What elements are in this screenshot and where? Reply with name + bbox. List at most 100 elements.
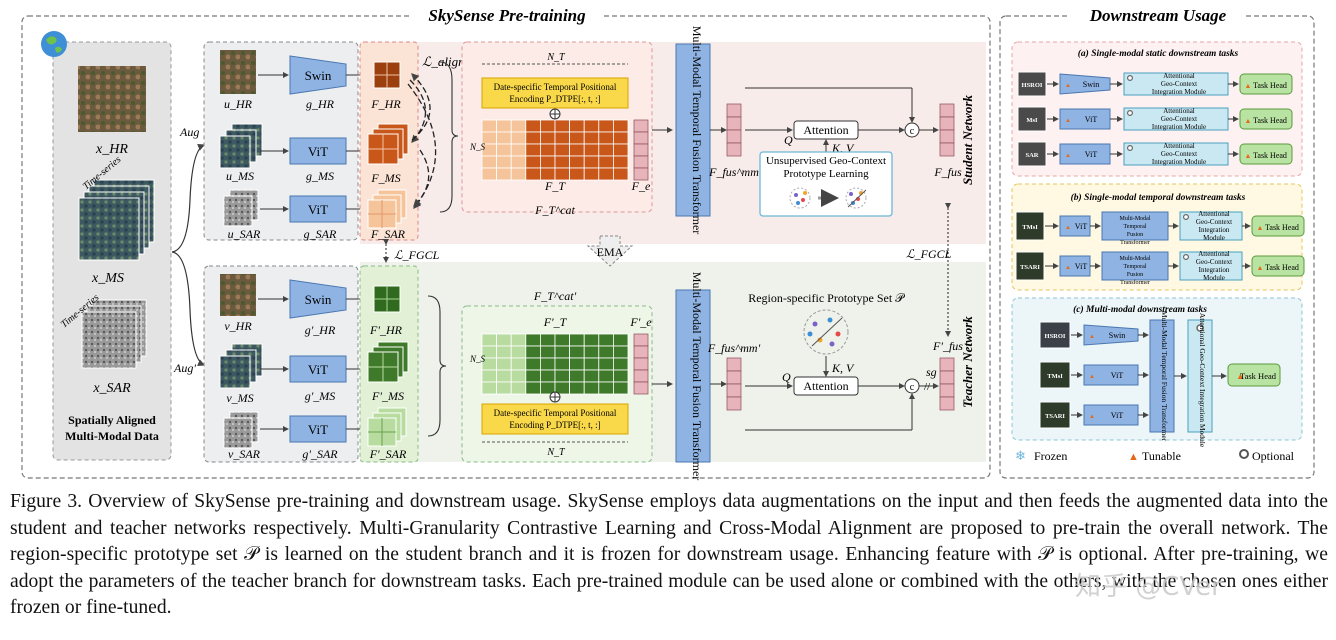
student-fusion-transformer[interactable] <box>675 43 711 217</box>
grid-cell <box>554 155 571 169</box>
teacher-network-label: Teacher Network <box>960 316 975 408</box>
geo-module-label: Integration <box>1199 266 1230 274</box>
student-proto-line2: Prototype Learning <box>783 168 869 180</box>
teacher-fusion-transformer[interactable] <box>675 289 711 463</box>
geo-module-label: Integration Module <box>1152 88 1206 96</box>
grid-cell <box>598 333 614 347</box>
input-thumbnail-label: HSROI <box>1022 82 1043 89</box>
teacher-nt-label: N_T <box>546 447 566 458</box>
f-ms-cube-stack <box>367 123 409 165</box>
teacher-fe-column <box>633 333 649 395</box>
teacher-f-sar-cube-stack <box>367 407 407 447</box>
student-plus-icon <box>549 108 561 120</box>
legend-tunable: Tunable <box>1142 449 1181 463</box>
c-fusion-box[interactable] <box>1149 319 1175 433</box>
grid-cell <box>496 131 512 145</box>
grid-cell <box>613 369 629 383</box>
grid-cell <box>554 131 571 145</box>
tunable-flame-icon: ▲ <box>1245 152 1252 160</box>
student-attention-label: Attention <box>803 123 848 137</box>
geo-module-label: Module <box>1203 274 1225 282</box>
geo-module-box <box>1179 251 1243 281</box>
input-thumbnail-label: TMsI <box>1022 224 1038 231</box>
aug-prime-label: Aug' <box>173 361 196 375</box>
geo-module-label: Geo-Context <box>1196 258 1232 266</box>
student-fusion-label: Multi-Modal Temporal Fusion Transformer <box>690 26 704 235</box>
grid-cell <box>540 333 556 347</box>
optional-circle-icon <box>1126 145 1133 152</box>
aug-label: Aug <box>179 125 199 139</box>
grid-cell <box>583 381 600 395</box>
feature-cell <box>726 396 742 411</box>
grid-cell <box>481 381 498 395</box>
feature-cell <box>633 357 649 371</box>
u-hr-image <box>220 50 256 94</box>
grid-cell <box>510 333 527 347</box>
feature-cell <box>939 357 955 372</box>
grid-cell <box>613 333 629 347</box>
student-vit-sar-encoder[interactable]: ViT <box>289 195 347 223</box>
grid-cell <box>510 155 527 169</box>
student-swin-encoder[interactable]: Swin <box>289 55 347 95</box>
l-align-arcs <box>407 73 437 210</box>
x-hr-label: x_HR <box>95 142 128 157</box>
feature-cell <box>633 333 649 347</box>
grid-cell <box>540 155 556 169</box>
geo-module-label: Geo-Context <box>1196 218 1232 226</box>
grid-cell <box>598 143 614 157</box>
v-hr-image <box>220 274 256 316</box>
teacher-q-label: Q <box>782 370 791 384</box>
c-geo-box[interactable] <box>1187 319 1213 433</box>
grid-cell <box>481 119 498 133</box>
svg-text:Swin: Swin <box>305 292 332 307</box>
grid-cell <box>569 143 585 157</box>
grid-cell <box>540 119 556 133</box>
grid-cell <box>510 143 527 157</box>
aug-branch-top <box>171 143 206 253</box>
teacher-plus-icon <box>549 391 561 403</box>
v-sar-label: v_SAR <box>228 447 261 461</box>
tunable-flame-icon: ▲ <box>1257 224 1264 232</box>
teacher-f-hr-label: F'_HR <box>369 323 403 337</box>
teacher-vit-sar-encoder[interactable]: ViT <box>289 415 347 443</box>
tunable-flame-icon: ▲ <box>1257 264 1264 272</box>
grid-cell <box>496 369 512 383</box>
encoder-label: ViT <box>1111 411 1124 420</box>
grid-cell <box>583 131 600 145</box>
grid-cell <box>525 381 541 395</box>
task-head-label: Task Head <box>1253 81 1287 90</box>
grid-cell <box>481 167 498 181</box>
tunable-flame-icon: ▲ <box>1065 265 1071 271</box>
grid-cell <box>481 369 498 383</box>
student-nt-label: N_T <box>546 52 566 63</box>
teacher-f-sar-label: F'_SAR <box>369 447 407 461</box>
feature-cell <box>939 103 955 118</box>
downstream-title: Downstream Usage <box>1089 6 1227 25</box>
u-ms-label: u_MS <box>226 169 254 183</box>
feature-cell <box>939 396 955 411</box>
teacher-kv-label: K, V <box>831 361 855 375</box>
student-ft-cat-label: F_T^cat <box>534 203 575 217</box>
section-a-title: (a) Single-modal static downstream tasks <box>1078 48 1239 59</box>
section-c-title: (c) Multi-modal downstream tasks <box>1073 304 1207 315</box>
grid-cell <box>583 357 600 371</box>
student-f-fus-mm-column <box>726 103 742 157</box>
student-network-label: Student Network <box>960 95 975 185</box>
grid-cell <box>525 155 541 169</box>
teacher-vit-ms-encoder[interactable]: ViT <box>289 355 347 383</box>
ema-arrow: EMA <box>586 235 634 267</box>
teacher-f-ms-cube-stack <box>367 341 409 383</box>
encoder-label: Swin <box>1109 331 1125 340</box>
fusion-label: Temporal <box>1124 264 1147 270</box>
svg-text:ViT: ViT <box>308 362 328 377</box>
grid-cell <box>613 167 629 181</box>
grid-cell <box>554 369 571 383</box>
student-vit-ms-encoder[interactable]: ViT <box>289 137 347 165</box>
c-task-head-label: Task Head <box>1240 371 1277 381</box>
feature-cell <box>939 129 955 144</box>
v-sar-image-stack <box>223 411 259 449</box>
c-task-head[interactable] <box>1227 363 1281 387</box>
tunable-flame-icon: ▲ <box>1089 414 1095 420</box>
teacher-swin-encoder[interactable]: Swin <box>289 279 347 319</box>
